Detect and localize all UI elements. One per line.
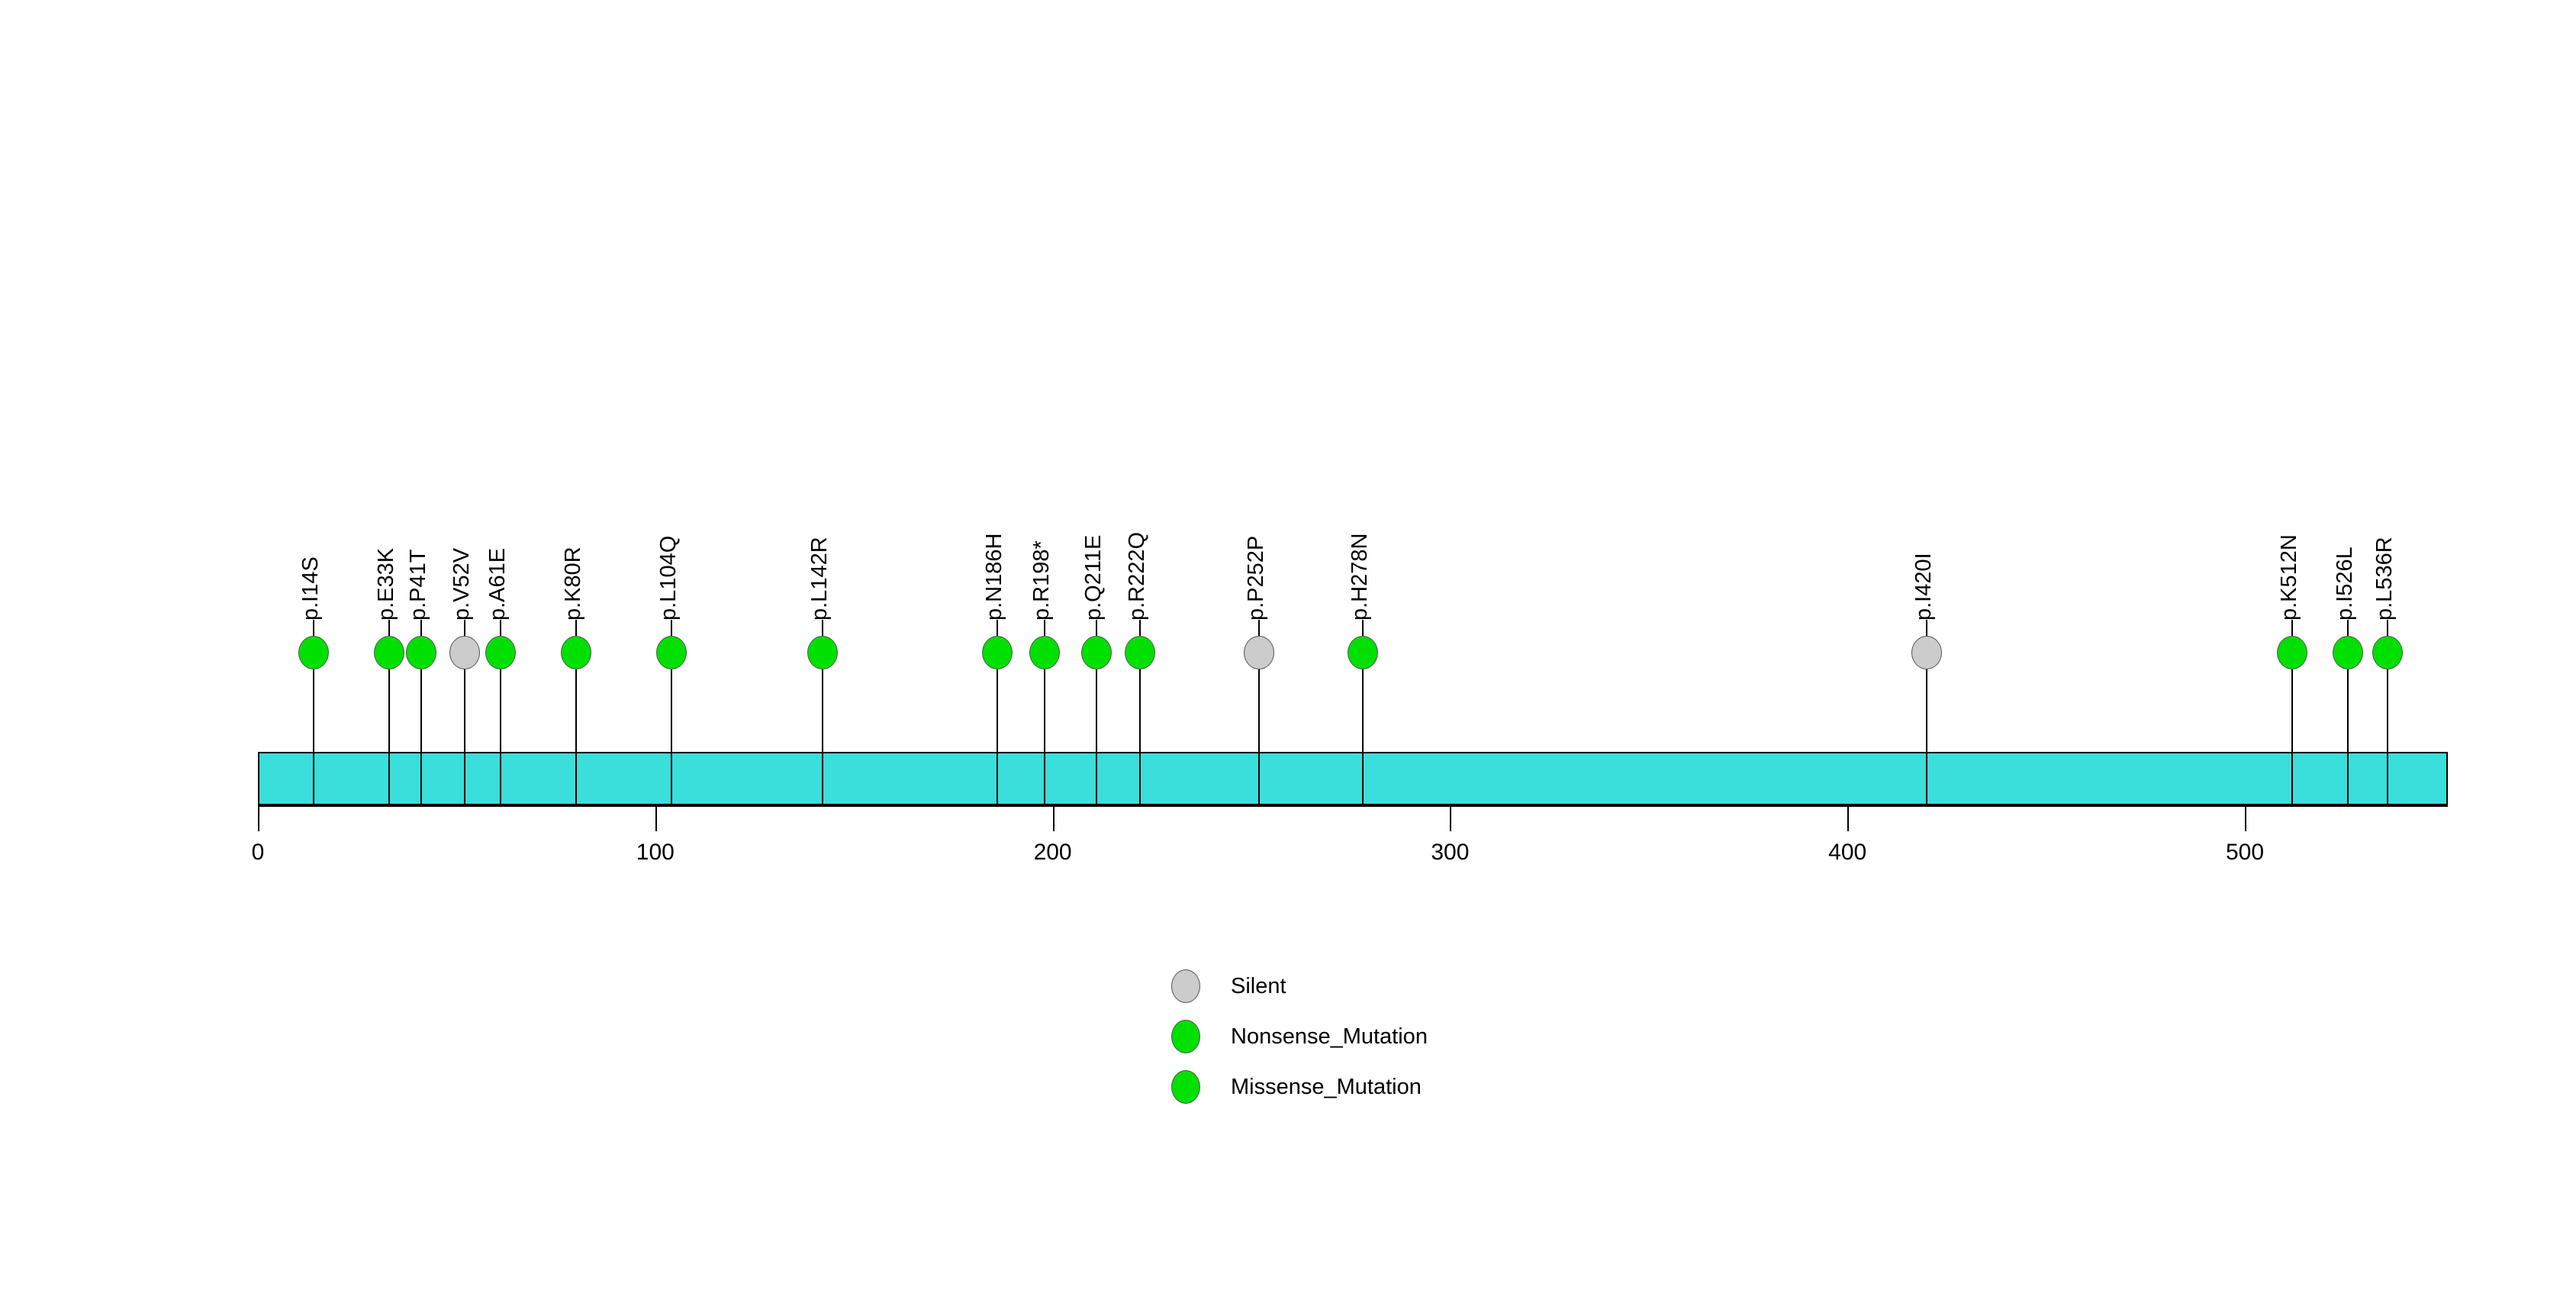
lollipop-head[interactable]: [449, 636, 480, 669]
legend-swatch-icon: [1171, 1070, 1200, 1104]
axis-tick: [1847, 805, 1850, 831]
mutation-label: p.L142R: [807, 537, 832, 621]
lollipop-head[interactable]: [485, 636, 516, 669]
lollipop-stem: [821, 620, 823, 805]
mutation-label: p.P41T: [405, 549, 430, 621]
mutation-label: p.H278N: [1347, 533, 1372, 621]
axis-tick-label: 300: [1431, 840, 1470, 865]
legend-swatch-icon: [1171, 969, 1200, 1003]
axis-tick: [1450, 805, 1452, 831]
lollipop-head[interactable]: [1029, 636, 1061, 669]
lollipop-head[interactable]: [1125, 636, 1156, 669]
lollipop-stem: [463, 620, 465, 805]
legend-label: Nonsense_Mutation: [1231, 1024, 1428, 1049]
mutation-label: p.I526L: [2333, 547, 2358, 621]
mutation-label: p.I420I: [1911, 553, 1937, 621]
mutation-label: p.Q211E: [1080, 534, 1106, 621]
mutation-label: p.R222Q: [1125, 531, 1150, 621]
lollipop-head[interactable]: [298, 636, 329, 669]
legend-row[interactable]: Missense_Mutation: [1171, 1070, 1422, 1104]
lollipop-stem: [420, 620, 422, 805]
axis-tick: [655, 805, 657, 831]
mutation-label: p.R198*: [1029, 540, 1055, 621]
mutation-label: p.P252P: [1244, 535, 1269, 621]
lollipop-head[interactable]: [655, 636, 687, 669]
mutation-label: p.V52V: [449, 547, 474, 621]
lollipop-head[interactable]: [373, 636, 404, 669]
axis-tick: [258, 805, 259, 831]
lollipop-stem: [1926, 620, 1928, 805]
lollipop-head[interactable]: [1347, 636, 1378, 669]
lollipop-head[interactable]: [560, 636, 591, 669]
lollipop-head[interactable]: [2372, 636, 2404, 669]
lollipop-stem: [1139, 620, 1141, 805]
mutation-label: p.N186H: [981, 533, 1006, 621]
mutation-label: p.K80R: [560, 547, 585, 621]
lollipop-stem: [1044, 620, 1046, 805]
lollipop-stem: [670, 620, 672, 805]
mutation-label: p.L536R: [2372, 537, 2397, 621]
lollipop-head[interactable]: [1080, 636, 1112, 669]
lollipop-stem: [312, 620, 314, 805]
axis-tick-label: 200: [1033, 840, 1072, 865]
lollipop-head[interactable]: [2277, 636, 2308, 669]
legend-label: Silent: [1231, 973, 1286, 998]
axis-tick-label: 400: [1828, 840, 1867, 865]
lollipop-stem: [575, 620, 577, 805]
lollipop-stem: [2387, 620, 2389, 805]
lollipop-stem: [1361, 620, 1364, 805]
lollipop-head[interactable]: [807, 636, 838, 669]
lollipop-head[interactable]: [1244, 636, 1275, 669]
axis-tick: [1052, 805, 1055, 831]
lollipop-head[interactable]: [405, 636, 436, 669]
lollipop-head[interactable]: [2333, 636, 2364, 669]
lollipop-stem: [2291, 620, 2294, 805]
lollipop-stem: [1095, 620, 1097, 805]
mutation-label: p.I14S: [298, 556, 323, 621]
mutation-label: p.L104Q: [655, 535, 681, 621]
axis-tick: [2245, 805, 2246, 831]
axis-tick-label: 0: [251, 840, 265, 865]
lollipop-head[interactable]: [981, 636, 1013, 669]
lollipop-stem: [996, 620, 998, 805]
protein-backbone-bar: [258, 752, 2448, 805]
lollipop-stem: [1258, 620, 1261, 805]
legend-row[interactable]: Nonsense_Mutation: [1171, 1020, 1428, 1053]
axis-tick-label: 100: [636, 840, 675, 865]
axis-tick-label: 500: [2225, 840, 2265, 865]
lollipop-stem: [388, 620, 390, 805]
legend-swatch-icon: [1171, 1020, 1200, 1053]
legend-label: Missense_Mutation: [1231, 1074, 1422, 1099]
mutation-label: p.A61E: [485, 547, 510, 621]
axis-baseline: [258, 805, 2448, 807]
mutation-label: p.E33K: [373, 547, 398, 621]
legend-row[interactable]: Silent: [1171, 969, 1286, 1003]
lollipop-stem: [2347, 620, 2349, 805]
mutation-label: p.K512N: [2277, 534, 2302, 621]
lollipop-head[interactable]: [1911, 636, 1943, 669]
lollipop-stem: [499, 620, 501, 805]
